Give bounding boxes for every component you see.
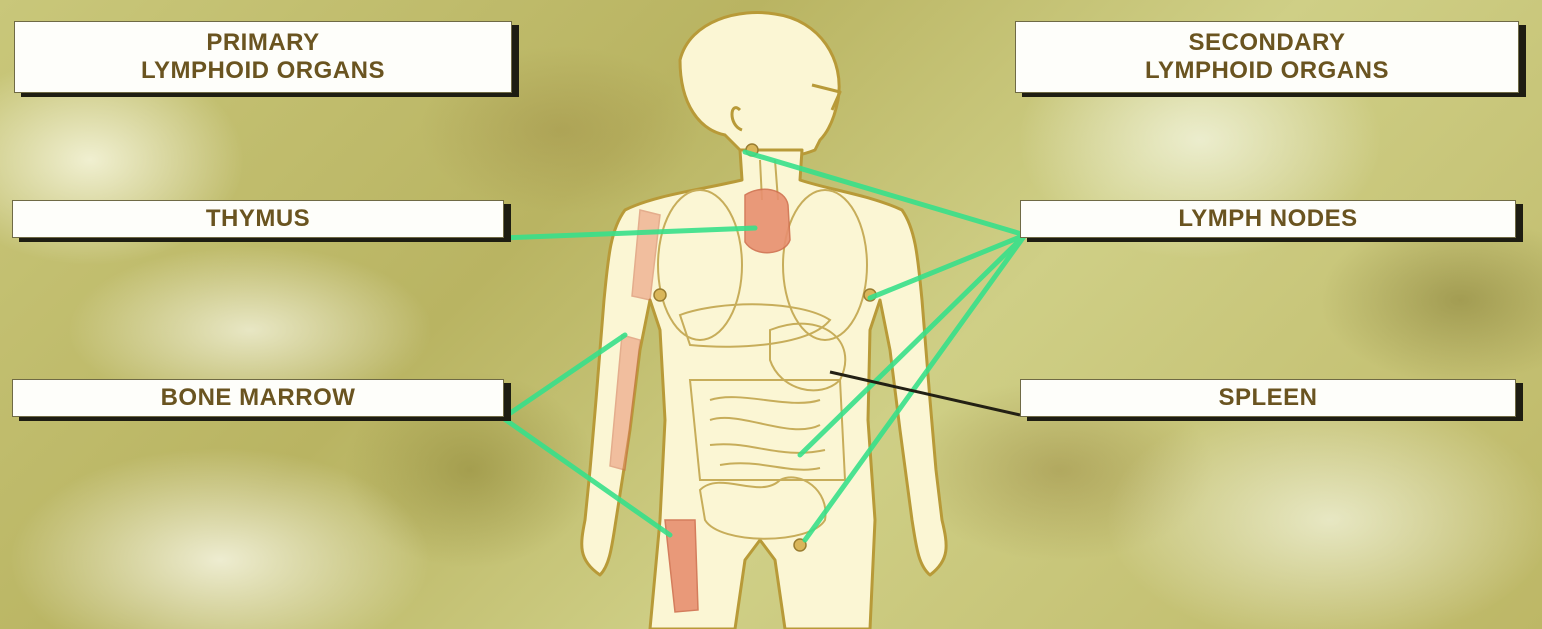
primary-lymphoid-heading: PRIMARY LYMPHOID ORGANS bbox=[14, 21, 512, 93]
human-body-figure bbox=[582, 13, 946, 629]
lymph-node-arm-left bbox=[654, 289, 666, 301]
bone-marrow-label: BONE MARROW bbox=[12, 379, 504, 417]
thymus-label: THYMUS bbox=[12, 200, 504, 238]
secondary-lymphoid-heading: SECONDARY LYMPHOID ORGANS bbox=[1015, 21, 1519, 93]
spleen-label: SPLEEN bbox=[1020, 379, 1516, 417]
thymus-organ bbox=[745, 189, 790, 252]
lymph-nodes-label: LYMPH NODES bbox=[1020, 200, 1516, 238]
